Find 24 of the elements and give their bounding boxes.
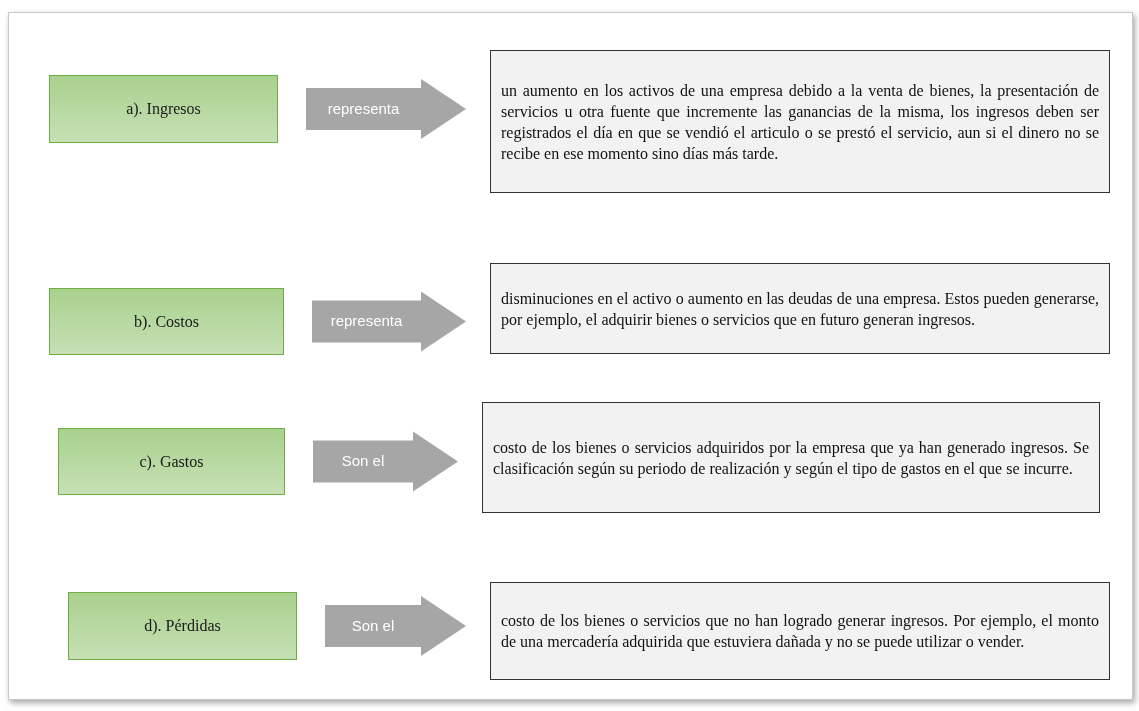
block-arrow: [306, 79, 466, 139]
definition-text: disminuciones en el activo o aumento en las deudas de una empresa. Estos pueden generarse, por ejemplo, el adquirir bienes o servicios que en futuro generan ingresos.: [501, 288, 1099, 330]
block-arrow: [312, 291, 466, 352]
term-text: c). Gastos: [139, 451, 204, 473]
edge-label: Son el: [341, 451, 385, 472]
definition-text: costo de los bienes o servicios adquiridos por la empresa que ya han generado ingresos. Se clasificación según su periodo de realización y según el tipo de gastos en el que se incurre.: [493, 437, 1089, 479]
term-box: [68, 592, 297, 660]
definition-box: [482, 402, 1100, 513]
edge-label: representa: [327, 98, 400, 119]
term-box: [58, 428, 285, 495]
term-text: a). Ingresos: [126, 99, 201, 120]
edge-label: Son el: [351, 615, 395, 636]
term-box: [49, 288, 284, 355]
definition-box: [490, 263, 1110, 354]
term-text: d). Pérdidas: [144, 616, 221, 636]
definition-box: [490, 50, 1110, 193]
definition-text: costo de los bienes o servicios que no han logrado generar ingresos. Por ejemplo, el monto de una mercadería adquirida que estuviera dañada y no se puede utilizar o vender.: [501, 611, 1099, 652]
definition-text: un aumento en los activos de una empresa debido a la venta de bienes, la presentación de servicios u otra fuente que incremente las ganancias de la misma, los ingresos deben ser registrados el día en que se vendió el articulo o se prestó el servicio, aun si el dinero no se recibe en ese momento sino días más tarde.: [501, 80, 1099, 164]
term-box: [49, 75, 278, 143]
block-arrow: [313, 431, 458, 492]
edge-label: representa: [330, 311, 403, 332]
term-text: b). Costos: [134, 311, 199, 333]
definition-box: [490, 582, 1110, 680]
block-arrow: [325, 596, 466, 656]
